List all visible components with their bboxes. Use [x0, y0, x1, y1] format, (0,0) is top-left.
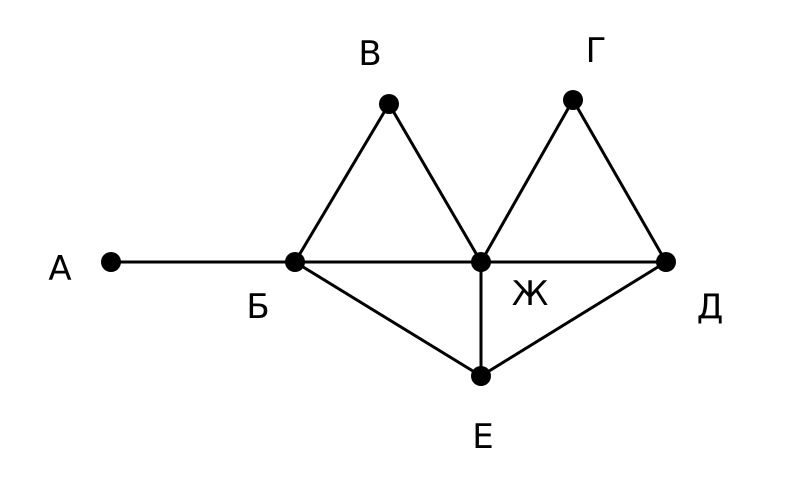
node-D	[656, 252, 676, 272]
node-ZH	[471, 252, 491, 272]
node-A	[101, 252, 121, 272]
node-label-ZH: Ж	[512, 274, 549, 314]
edge-G-D	[571, 99, 668, 263]
node-label-D: Д	[697, 287, 724, 327]
edge-B-E	[294, 260, 482, 378]
edge-V-ZH	[387, 103, 483, 263]
node-label-V: В	[358, 34, 381, 74]
node-label-A: А	[48, 249, 71, 289]
node-label-E: Е	[472, 417, 493, 457]
edge-B-V	[293, 103, 391, 263]
node-G	[563, 90, 583, 110]
node-label-G: Г	[586, 31, 607, 71]
node-label-B: Б	[246, 287, 269, 327]
edge-ZH-G	[479, 99, 575, 263]
edge-E-D	[480, 260, 667, 378]
node-V	[379, 94, 399, 114]
node-E	[471, 366, 491, 386]
node-B	[285, 252, 305, 272]
